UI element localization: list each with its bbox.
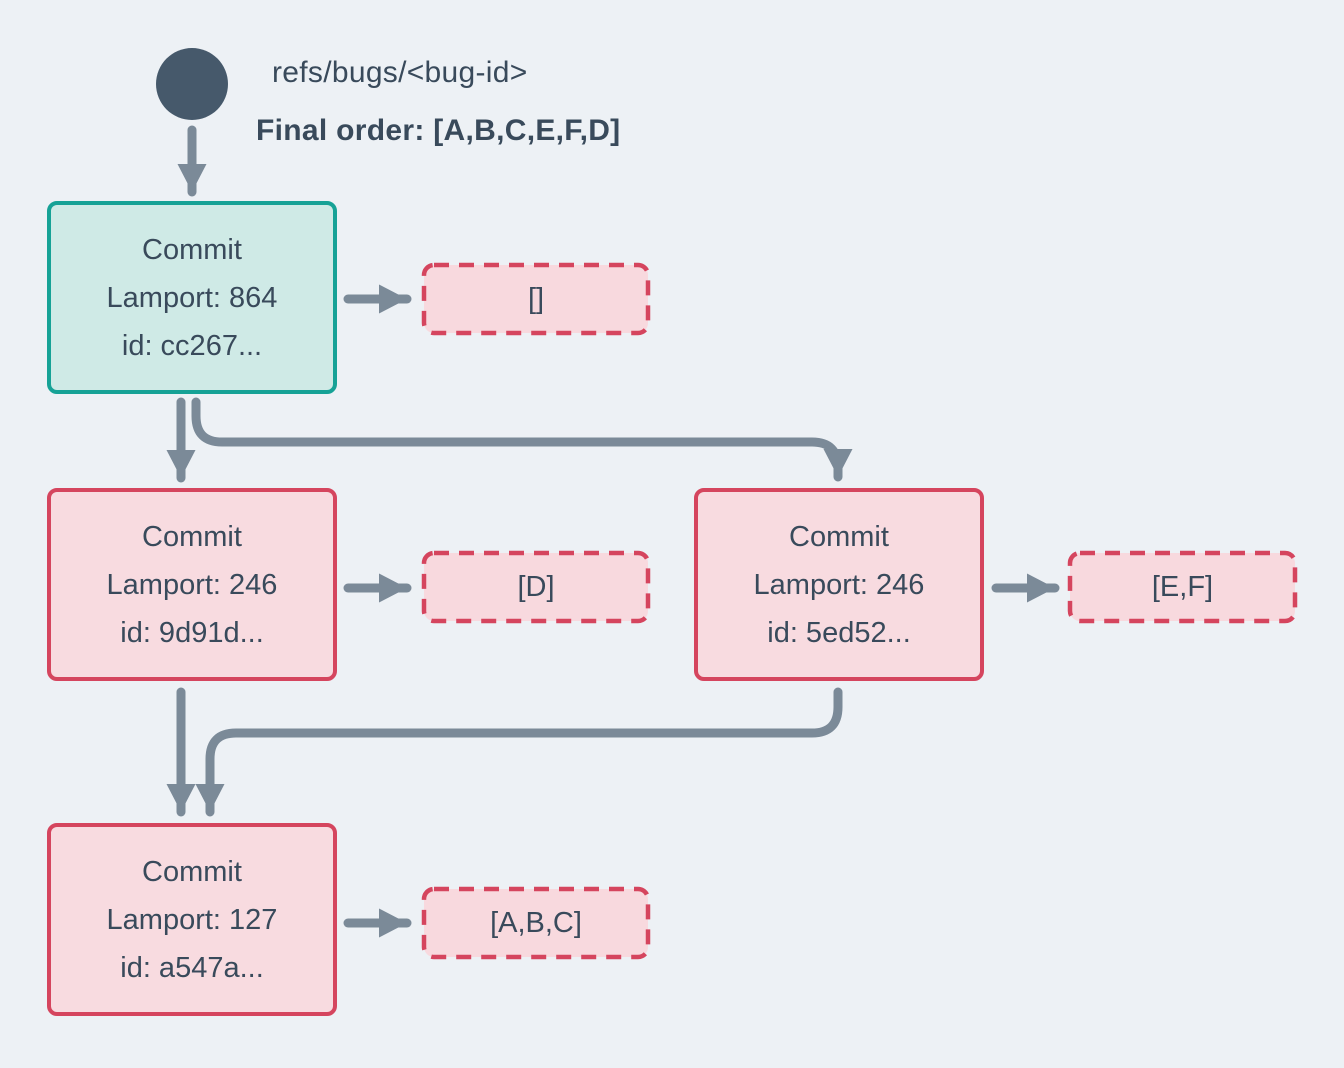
commit-id: id: 9d91d...	[120, 616, 264, 649]
commit-node-right: Commit Lamport: 246 id: 5ed52...	[694, 488, 984, 681]
commit-lamport: Lamport: 864	[106, 281, 278, 314]
commit-title: Commit	[142, 520, 242, 553]
ops-box-bottom	[421, 886, 651, 960]
commit-lamport: Lamport: 246	[106, 568, 278, 601]
commit-lamport: Lamport: 246	[753, 568, 925, 601]
commit-id: id: cc267...	[121, 329, 263, 362]
ops-box-right	[1067, 550, 1298, 624]
ref-node-circle	[156, 48, 228, 120]
ops-list-root: []	[527, 282, 545, 315]
commit-id: id: a547a...	[120, 951, 264, 984]
commit-title: Commit	[789, 520, 889, 553]
arrow-root-to-right-child	[191, 397, 853, 482]
commit-node-left: Commit Lamport: 246 id: 9d91d...	[47, 488, 337, 681]
commit-title: Commit	[142, 233, 242, 266]
final-order-label: Final order: [A,B,C,E,F,D]	[256, 114, 621, 147]
ops-list-bottom: [A,B,C]	[490, 906, 582, 939]
ops-list-right: [E,F]	[1151, 570, 1214, 603]
ops-box-root	[421, 262, 651, 336]
commit-id: id: 5ed52...	[767, 616, 911, 649]
commit-node-bottom: Commit Lamport: 127 id: a547a...	[47, 823, 337, 1016]
commit-title: Commit	[142, 855, 242, 888]
ops-box-left	[421, 550, 651, 624]
arrow-right-to-bottom	[195, 687, 843, 817]
ops-list-left: [D]	[517, 570, 555, 603]
commit-lamport: Lamport: 127	[106, 903, 278, 936]
commit-node-root: Commit Lamport: 864 id: cc267...	[47, 201, 337, 394]
ref-name-label: refs/bugs/<bug-id>	[272, 56, 528, 89]
